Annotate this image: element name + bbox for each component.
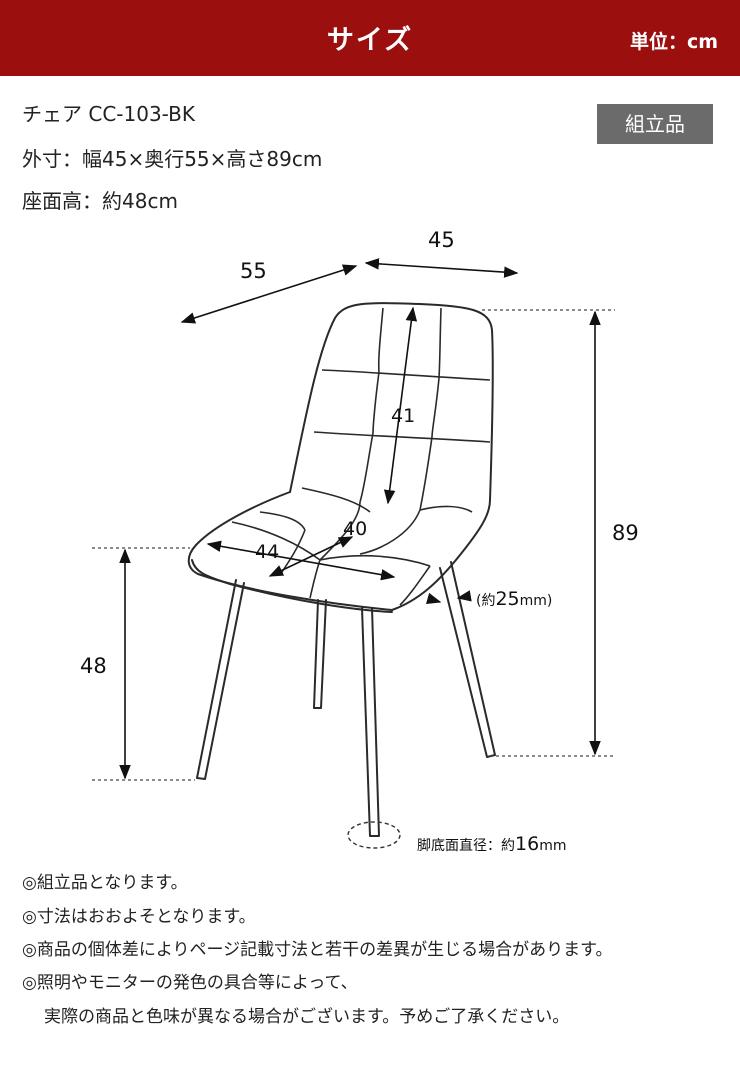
header-bar: サイズ 単位：cm (0, 0, 740, 76)
label-foot-diameter: 脚底面直径：約16mm (417, 833, 566, 855)
note-assembly: ◎組立品となります。 (22, 873, 188, 893)
chair-dimension-diagram: 55 45 41 40 44 89 48 (約25mm) 脚底面直径：約16mm (80, 228, 639, 855)
dim-line-leg-a (425, 592, 442, 604)
unit-label: 単位：cm (629, 31, 718, 53)
label-seat-height: 48 (80, 654, 107, 678)
seat-height-spec: 座面高：約48cm (22, 189, 178, 213)
outer-dimensions: 外寸：幅45×奥行55×高さ89cm (22, 147, 323, 171)
label-seat-depth: 40 (343, 518, 367, 540)
chair-backrest (289, 302, 494, 501)
label-seat-width: 44 (255, 541, 279, 563)
note-variation: ◎商品の個体差によりページ記載寸法と若干の差異が生じる場合があります。 (22, 940, 613, 960)
note-color-1: ◎照明やモニターの発色の具合等によって、 (22, 973, 358, 993)
chair-leg-front-left (196, 579, 245, 780)
label-total-height: 89 (612, 521, 639, 545)
label-width: 45 (428, 228, 455, 252)
dim-line-width (364, 258, 519, 278)
page-title: サイズ (326, 25, 414, 56)
chair-seat (187, 491, 491, 611)
dim-line-seat-width (206, 540, 396, 581)
foot-circle (347, 821, 401, 849)
label-backrest-height: 41 (391, 405, 415, 427)
model-name: チェア CC-103-BK (22, 102, 196, 126)
chair-leg-front-right (361, 607, 380, 837)
chair-outline (187, 302, 496, 837)
note-approximate: ◎寸法はおおよそとなります。 (22, 907, 256, 927)
dim-line-leg-b (456, 590, 472, 602)
chair-leg-back-left (313, 599, 327, 709)
label-depth: 55 (240, 259, 267, 283)
label-leg-thickness: (約25mm) (476, 588, 552, 610)
dim-line-depth (180, 264, 358, 324)
dim-line-backrest (383, 306, 418, 505)
assembly-badge: 組立品 (597, 104, 713, 144)
note-color-2: 実際の商品と色味が異なる場合がございます。予めご了承ください。 (44, 1007, 570, 1027)
chair-leg-back-right (439, 561, 496, 758)
